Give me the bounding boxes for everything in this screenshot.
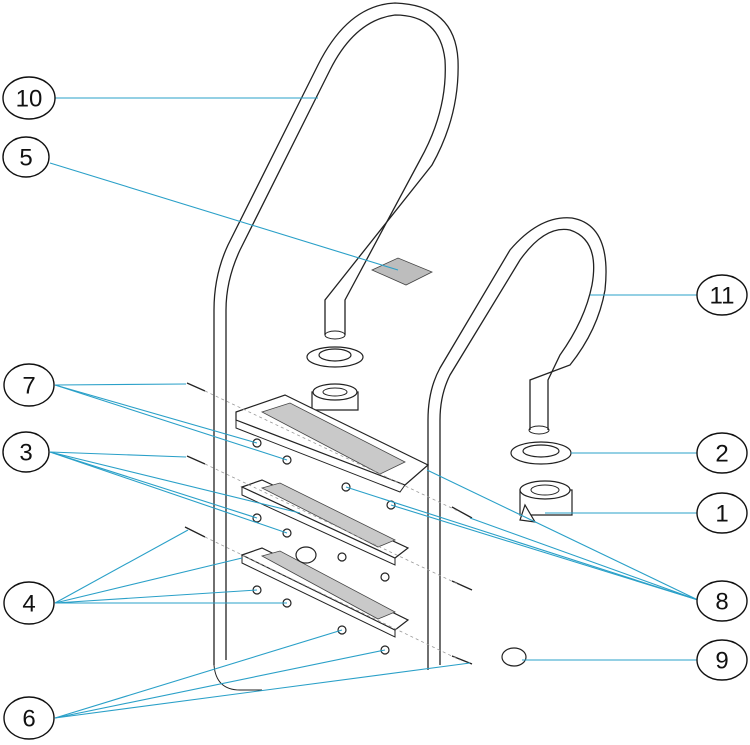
callout-label: 5 (19, 145, 32, 172)
callout-label: 3 (19, 440, 32, 467)
end-caps (295, 546, 527, 667)
callout-2: 2 (696, 432, 748, 474)
callout-label: 9 (715, 648, 728, 675)
callout-label: 1 (715, 501, 728, 528)
callout-5: 5 (2, 136, 50, 178)
left-handrail (213, 2, 459, 691)
callout-9: 9 (696, 639, 748, 681)
callout-11: 11 (696, 274, 748, 316)
step-top (235, 394, 430, 493)
callout-label: 6 (22, 706, 35, 733)
callout-label: 10 (16, 86, 43, 113)
anchor-left (311, 383, 359, 411)
label-plate (371, 257, 433, 286)
anchor-right (519, 480, 573, 523)
callout-label: 4 (22, 591, 35, 618)
callout-6: 6 (3, 696, 55, 740)
alignment-lines (204, 390, 461, 661)
callout-1: 1 (696, 492, 748, 534)
callout-3: 3 (2, 431, 50, 473)
callout-10: 10 (2, 76, 56, 120)
callout-7: 7 (3, 363, 55, 407)
callout-label: 7 (22, 373, 35, 400)
step-bottom (240, 547, 410, 638)
leader-lines (49, 97, 699, 719)
callout-8: 8 (696, 580, 748, 622)
step-middle (240, 479, 410, 566)
escutcheon-right (510, 441, 572, 465)
callout-label: 2 (715, 441, 728, 468)
callout-label: 8 (715, 589, 728, 616)
right-handrail (427, 217, 607, 670)
escutcheon-left (306, 346, 364, 368)
callout-4: 4 (3, 581, 55, 625)
callout-label: 11 (710, 283, 735, 310)
